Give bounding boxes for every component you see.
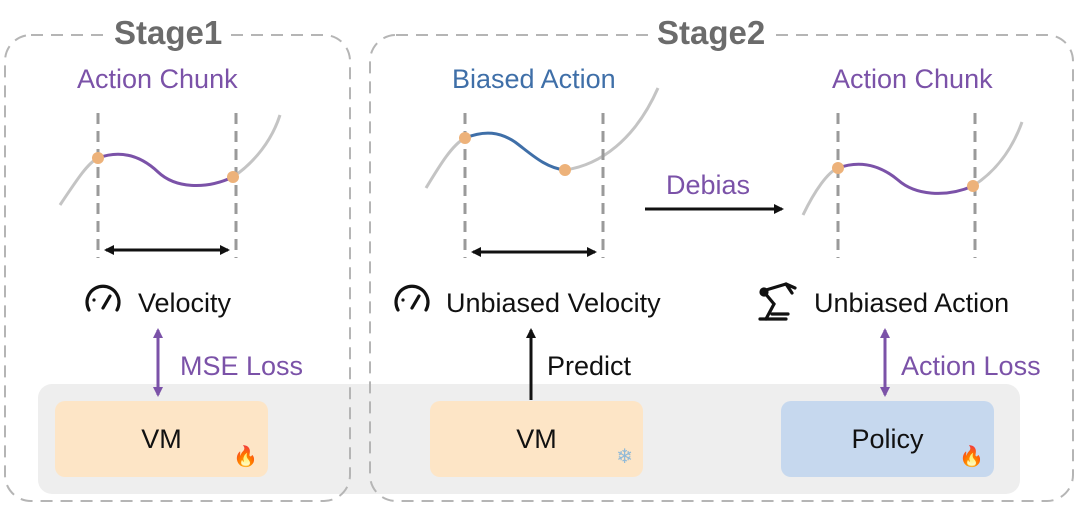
- stage1-title: Stage1: [108, 16, 229, 49]
- stage2-vm-label: VM: [516, 423, 557, 454]
- unbiased-velocity-label: Unbiased Velocity: [446, 288, 661, 318]
- fire-icon: 🔥: [959, 446, 984, 468]
- robot-arm-icon: [758, 282, 797, 321]
- action-loss-label: Action Loss: [901, 351, 1041, 381]
- stage2-action-chunk-label: Action Chunk: [832, 64, 993, 94]
- stage2b-purple-curve: [837, 162, 974, 195]
- speedometer-icon: [85, 284, 121, 312]
- policy-box: Policy 🔥: [781, 401, 994, 477]
- stage2b-dot-start: [832, 162, 844, 174]
- mse-loss-label: MSE Loss: [180, 351, 304, 381]
- stage2-vm-box: VM ❄: [430, 401, 643, 477]
- stage1-action-chunk-plot: [58, 113, 282, 258]
- stage1-purple-curve: [97, 152, 234, 187]
- stage1-action-chunk-label: Action Chunk: [77, 64, 238, 94]
- snowflake-icon: ❄: [616, 446, 633, 468]
- debias-label: Debias: [666, 170, 751, 200]
- stage2-dot-start: [459, 132, 471, 144]
- stage1-dot-end: [227, 171, 239, 183]
- stage2-biased-plot: [424, 87, 660, 258]
- stage2-debiased-plot: [801, 113, 1024, 258]
- stage1-dot-start: [92, 152, 104, 164]
- stage1-vm-label: VM: [141, 423, 182, 454]
- speedometer-icon: [394, 284, 430, 312]
- unbiased-action-label: Unbiased Action: [814, 288, 1010, 318]
- biased-action-label: Biased Action: [452, 64, 616, 94]
- predict-label: Predict: [547, 351, 632, 381]
- policy-label: Policy: [851, 423, 924, 454]
- stage1-velocity-label: Velocity: [138, 288, 232, 318]
- stage2-title: Stage2: [651, 16, 772, 49]
- stage1-vm-box: VM 🔥: [55, 401, 268, 477]
- stage2-blue-curve: [464, 131, 566, 172]
- stage2b-dot-end: [967, 180, 979, 192]
- fire-icon: 🔥: [233, 446, 258, 468]
- stage2-dot-end: [559, 164, 571, 176]
